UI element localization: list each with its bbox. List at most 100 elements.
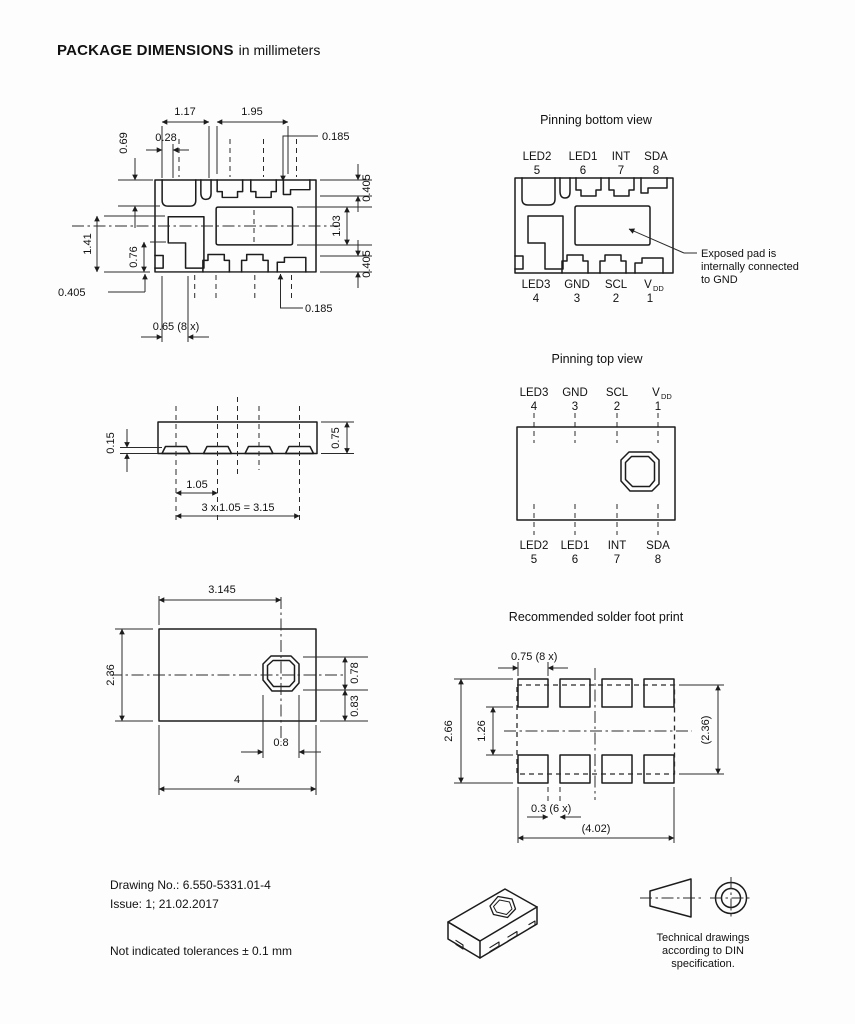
centerlines <box>175 397 300 520</box>
dim-1-95: 1.95 <box>241 106 262 118</box>
dim-1-05: 1.05 <box>186 479 207 491</box>
dimension-lines <box>115 596 368 795</box>
dim-3x1-05: 3 x 1.05 = 3.15 <box>201 502 274 514</box>
dim-0-405-bottom-left: 0.405 <box>58 287 86 299</box>
package-outline-pinning-top <box>516 426 676 521</box>
pinning-bottom-title: Pinning bottom view <box>540 113 653 127</box>
pin-name-vdd-sub: DD <box>653 284 664 293</box>
pin-name-vdd-sub: DD <box>661 392 672 401</box>
drawing-bottom-view-dimensions: 1.17 1.95 0.69 0.28 0.185 0.405 1.03 0.4… <box>58 106 373 342</box>
package-outline-dashed <box>516 684 676 775</box>
pin-num-4: 4 <box>533 293 540 305</box>
dim-2-66: 2.66 <box>443 720 455 741</box>
pin-num-7: 7 <box>614 554 620 566</box>
pin-name-gnd: GND <box>562 387 588 399</box>
drawing-side-view: 0.15 0.75 1.05 3 x 1.05 = 3.15 <box>105 397 354 520</box>
pin-name-int: INT <box>608 540 627 552</box>
dim-0-78: 0.78 <box>349 662 361 683</box>
page-title-suffix: in millimeters <box>238 42 321 58</box>
drawing-pinning-top-view: Pinning top view LED3 4 GND 3 SCL 2 V DD… <box>516 352 676 566</box>
pin-labels-top: LED3 4 GND 3 SCL 2 V DD 1 <box>520 387 673 413</box>
pin-labels-bottom: LED2 5 LED1 6 INT 7 SDA 8 <box>520 540 671 566</box>
dimension-lines <box>94 119 372 342</box>
drawing-solder-footprint: Recommended solder foot print <box>443 610 724 843</box>
drawing-pinning-bottom-view: Pinning bottom view LED2 5 LED1 6 INT 7 … <box>514 113 799 305</box>
package-outline-side-view <box>157 421 318 455</box>
dim-0-405-right-top: 0.405 <box>361 174 373 202</box>
dim-4-02-ref: (4.02) <box>582 823 611 835</box>
pin-num-6: 6 <box>580 165 586 177</box>
note-line-3: to GND <box>701 274 738 286</box>
exposed-pad-leader <box>628 228 697 254</box>
din-note-line-2: according to DIN <box>662 945 744 957</box>
pin-name-led2: LED2 <box>523 151 552 163</box>
footprint-title: Recommended solder foot print <box>509 610 684 624</box>
dim-0-75-8x: 0.75 (8 x) <box>511 651 557 663</box>
dimension-lines <box>454 662 724 843</box>
issue-date: Issue: 1; 21.02.2017 <box>110 897 219 911</box>
dim-0-83: 0.83 <box>349 695 361 716</box>
pin-name-int: INT <box>612 151 631 163</box>
din-note: Technical drawings according to DIN spec… <box>657 932 750 970</box>
pin-labels-bottom: LED3 4 GND 3 SCL 2 V DD 1 <box>522 279 665 305</box>
page-title-main: PACKAGE DIMENSIONS <box>57 42 234 59</box>
dim-1-26: 1.26 <box>476 720 488 741</box>
note-line-2: internally connected <box>701 261 799 273</box>
dim-0-185-bottom: 0.185 <box>305 303 333 315</box>
din-note-line-3: specification. <box>671 958 735 970</box>
pin-name-led3: LED3 <box>520 387 549 399</box>
drawing-info: Drawing No.: 6.550-5331.01-4 Issue: 1; 2… <box>110 876 271 914</box>
pin-num-5: 5 <box>531 554 537 566</box>
package-outline-bottom-view <box>154 179 317 273</box>
pin-num-2: 2 <box>614 401 620 413</box>
pin-name-vdd: V <box>652 387 660 399</box>
pin-num-8: 8 <box>655 554 661 566</box>
centerlines <box>110 597 344 742</box>
din-cone-icon <box>649 878 692 918</box>
dim-2-36: 2.36 <box>105 664 117 685</box>
din-note-line-1: Technical drawings <box>657 932 750 944</box>
centerlines <box>72 139 340 300</box>
dim-2-36-ref: (2.36) <box>700 716 712 745</box>
dim-0-76: 0.76 <box>128 246 140 267</box>
dim-0-65-8x: 0.65 (8 x) <box>153 321 199 333</box>
pin-num-5: 5 <box>534 165 540 177</box>
pin-name-led2: LED2 <box>520 540 549 552</box>
pin-name-gnd: GND <box>564 279 590 291</box>
centerlines <box>504 668 692 800</box>
dim-1-17: 1.17 <box>174 106 195 118</box>
pin-name-scl: SCL <box>606 387 629 399</box>
exposed-pad-note: Exposed pad is internally connected to G… <box>701 248 799 286</box>
pin-name-led1: LED1 <box>561 540 590 552</box>
pin-num-6: 6 <box>572 554 578 566</box>
dimension-labels: 0.75 (8 x) 2.66 1.26 (2.36) 0.3 (6 x) (4… <box>443 651 712 835</box>
dim-0-69: 0.69 <box>118 132 130 153</box>
pin-num-4: 4 <box>531 401 538 413</box>
pin-name-led1: LED1 <box>569 151 598 163</box>
pin-name-sda: SDA <box>644 151 668 163</box>
tolerance-note: Not indicated tolerances ± 0.1 mm <box>110 944 293 958</box>
dim-1-41: 1.41 <box>82 233 94 254</box>
dimension-lines <box>120 421 354 519</box>
pin-num-8: 8 <box>653 165 659 177</box>
dim-3-145: 3.145 <box>208 584 236 596</box>
drawing-3d-and-din-symbol: Technical drawings according to DIN spec… <box>447 877 752 970</box>
dimension-labels: 0.15 0.75 1.05 3 x 1.05 = 3.15 <box>105 427 342 514</box>
pin-labels-top: LED2 5 LED1 6 INT 7 SDA 8 <box>523 151 669 177</box>
dim-0-15: 0.15 <box>105 432 117 453</box>
dim-0-405-right-bottom: 0.405 <box>361 250 373 278</box>
drawing-number: Drawing No.: 6.550-5331.01-4 <box>110 878 271 892</box>
pin-num-7: 7 <box>618 165 624 177</box>
dim-4: 4 <box>234 774 240 786</box>
package-outline-pinning-bottom <box>514 177 674 274</box>
dim-0-75: 0.75 <box>330 427 342 448</box>
pin-name-sda: SDA <box>646 540 670 552</box>
note-line-1: Exposed pad is <box>701 248 777 260</box>
din-circle-crosshair <box>710 877 752 919</box>
package-3d-view <box>447 888 538 960</box>
pin-num-1: 1 <box>655 401 661 413</box>
drawing-top-view-dimensions: 3.145 2.36 0.78 0.83 0.8 4 <box>105 584 368 795</box>
pin-name-vdd: V <box>644 279 652 291</box>
